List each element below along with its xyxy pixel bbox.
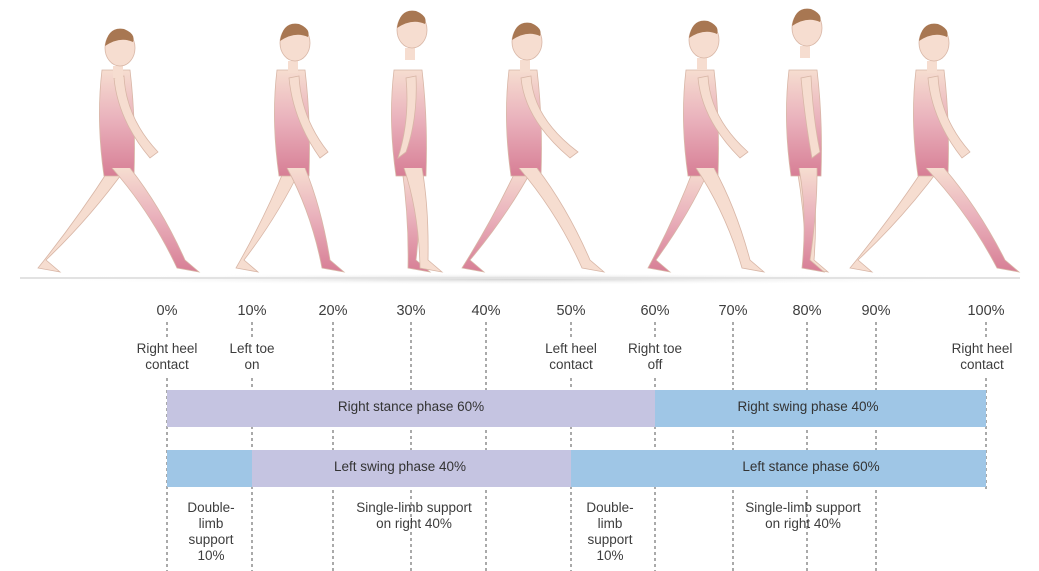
event-right-heel-contact-start: Right heel contact xyxy=(137,341,198,373)
right-stance-label: Right stance phase 60% xyxy=(338,399,484,414)
percent-tick-30: 30% xyxy=(396,303,425,319)
event-line-2: on xyxy=(229,357,274,373)
event-line-1: Right heel xyxy=(952,341,1013,357)
left-swing-band-start xyxy=(167,450,252,487)
support-line-2: on right 40% xyxy=(745,516,861,532)
event-left-toe-on: Left toe on xyxy=(229,341,274,373)
event-line-2: contact xyxy=(137,357,198,373)
double-limb-support-2: Double- limb support 10% xyxy=(586,500,633,564)
percent-tick-100: 100% xyxy=(967,303,1004,319)
percent-tick-40: 40% xyxy=(471,303,500,319)
event-right-toe-off: Right toe off xyxy=(628,341,682,373)
single-limb-support-2: Single-limb support on right 40% xyxy=(745,500,861,532)
percent-tick-70: 70% xyxy=(718,303,747,319)
left-stance-band: Left stance phase 60% xyxy=(571,450,986,487)
event-line-1: Left heel xyxy=(545,341,597,357)
walking-figure-6 xyxy=(850,24,1019,272)
event-line-1: Left toe xyxy=(229,341,274,357)
double-limb-support-1: Double- limb support 10% xyxy=(187,500,234,564)
event-left-heel-contact: Left heel contact xyxy=(545,341,597,373)
walking-figure-3 xyxy=(462,23,604,272)
support-line-1: Double- xyxy=(586,500,633,516)
event-line-1: Right heel xyxy=(137,341,198,357)
event-line-2: off xyxy=(628,357,682,373)
right-stance-band: Right stance phase 60% xyxy=(167,390,655,427)
support-line-4: 10% xyxy=(187,548,234,564)
walking-figure-2 xyxy=(391,11,442,272)
right-swing-band: Right swing phase 40% xyxy=(655,390,986,427)
support-line-1: Double- xyxy=(187,500,234,516)
walking-figure-1 xyxy=(236,24,344,272)
support-line-2: limb xyxy=(187,516,234,532)
percent-tick-80: 80% xyxy=(792,303,821,319)
event-right-heel-contact-end: Right heel contact xyxy=(952,341,1013,373)
event-line-1: Right toe xyxy=(628,341,682,357)
support-line-1: Single-limb support xyxy=(356,500,472,516)
single-limb-support-1: Single-limb support on right 40% xyxy=(356,500,472,532)
event-line-2: contact xyxy=(952,357,1013,373)
percent-tick-0: 0% xyxy=(157,303,178,319)
support-line-4: 10% xyxy=(586,548,633,564)
support-line-2: limb xyxy=(586,516,633,532)
support-line-3: support xyxy=(187,532,234,548)
right-swing-label: Right swing phase 40% xyxy=(737,399,878,414)
support-line-3: support xyxy=(586,532,633,548)
walking-figure-5 xyxy=(786,9,828,272)
percent-tick-50: 50% xyxy=(556,303,585,319)
walking-figure-0 xyxy=(38,29,199,272)
left-swing-band: Left swing phase 40% xyxy=(252,450,571,487)
support-line-2: on right 40% xyxy=(356,516,472,532)
percent-tick-20: 20% xyxy=(318,303,347,319)
percent-tick-60: 60% xyxy=(640,303,669,319)
support-line-1: Single-limb support xyxy=(745,500,861,516)
walking-figure-4 xyxy=(648,21,764,272)
percent-tick-10: 10% xyxy=(237,303,266,319)
event-line-2: contact xyxy=(545,357,597,373)
left-stance-label: Left stance phase 60% xyxy=(742,459,879,474)
left-swing-label: Left swing phase 40% xyxy=(334,459,466,474)
percent-tick-90: 90% xyxy=(861,303,890,319)
